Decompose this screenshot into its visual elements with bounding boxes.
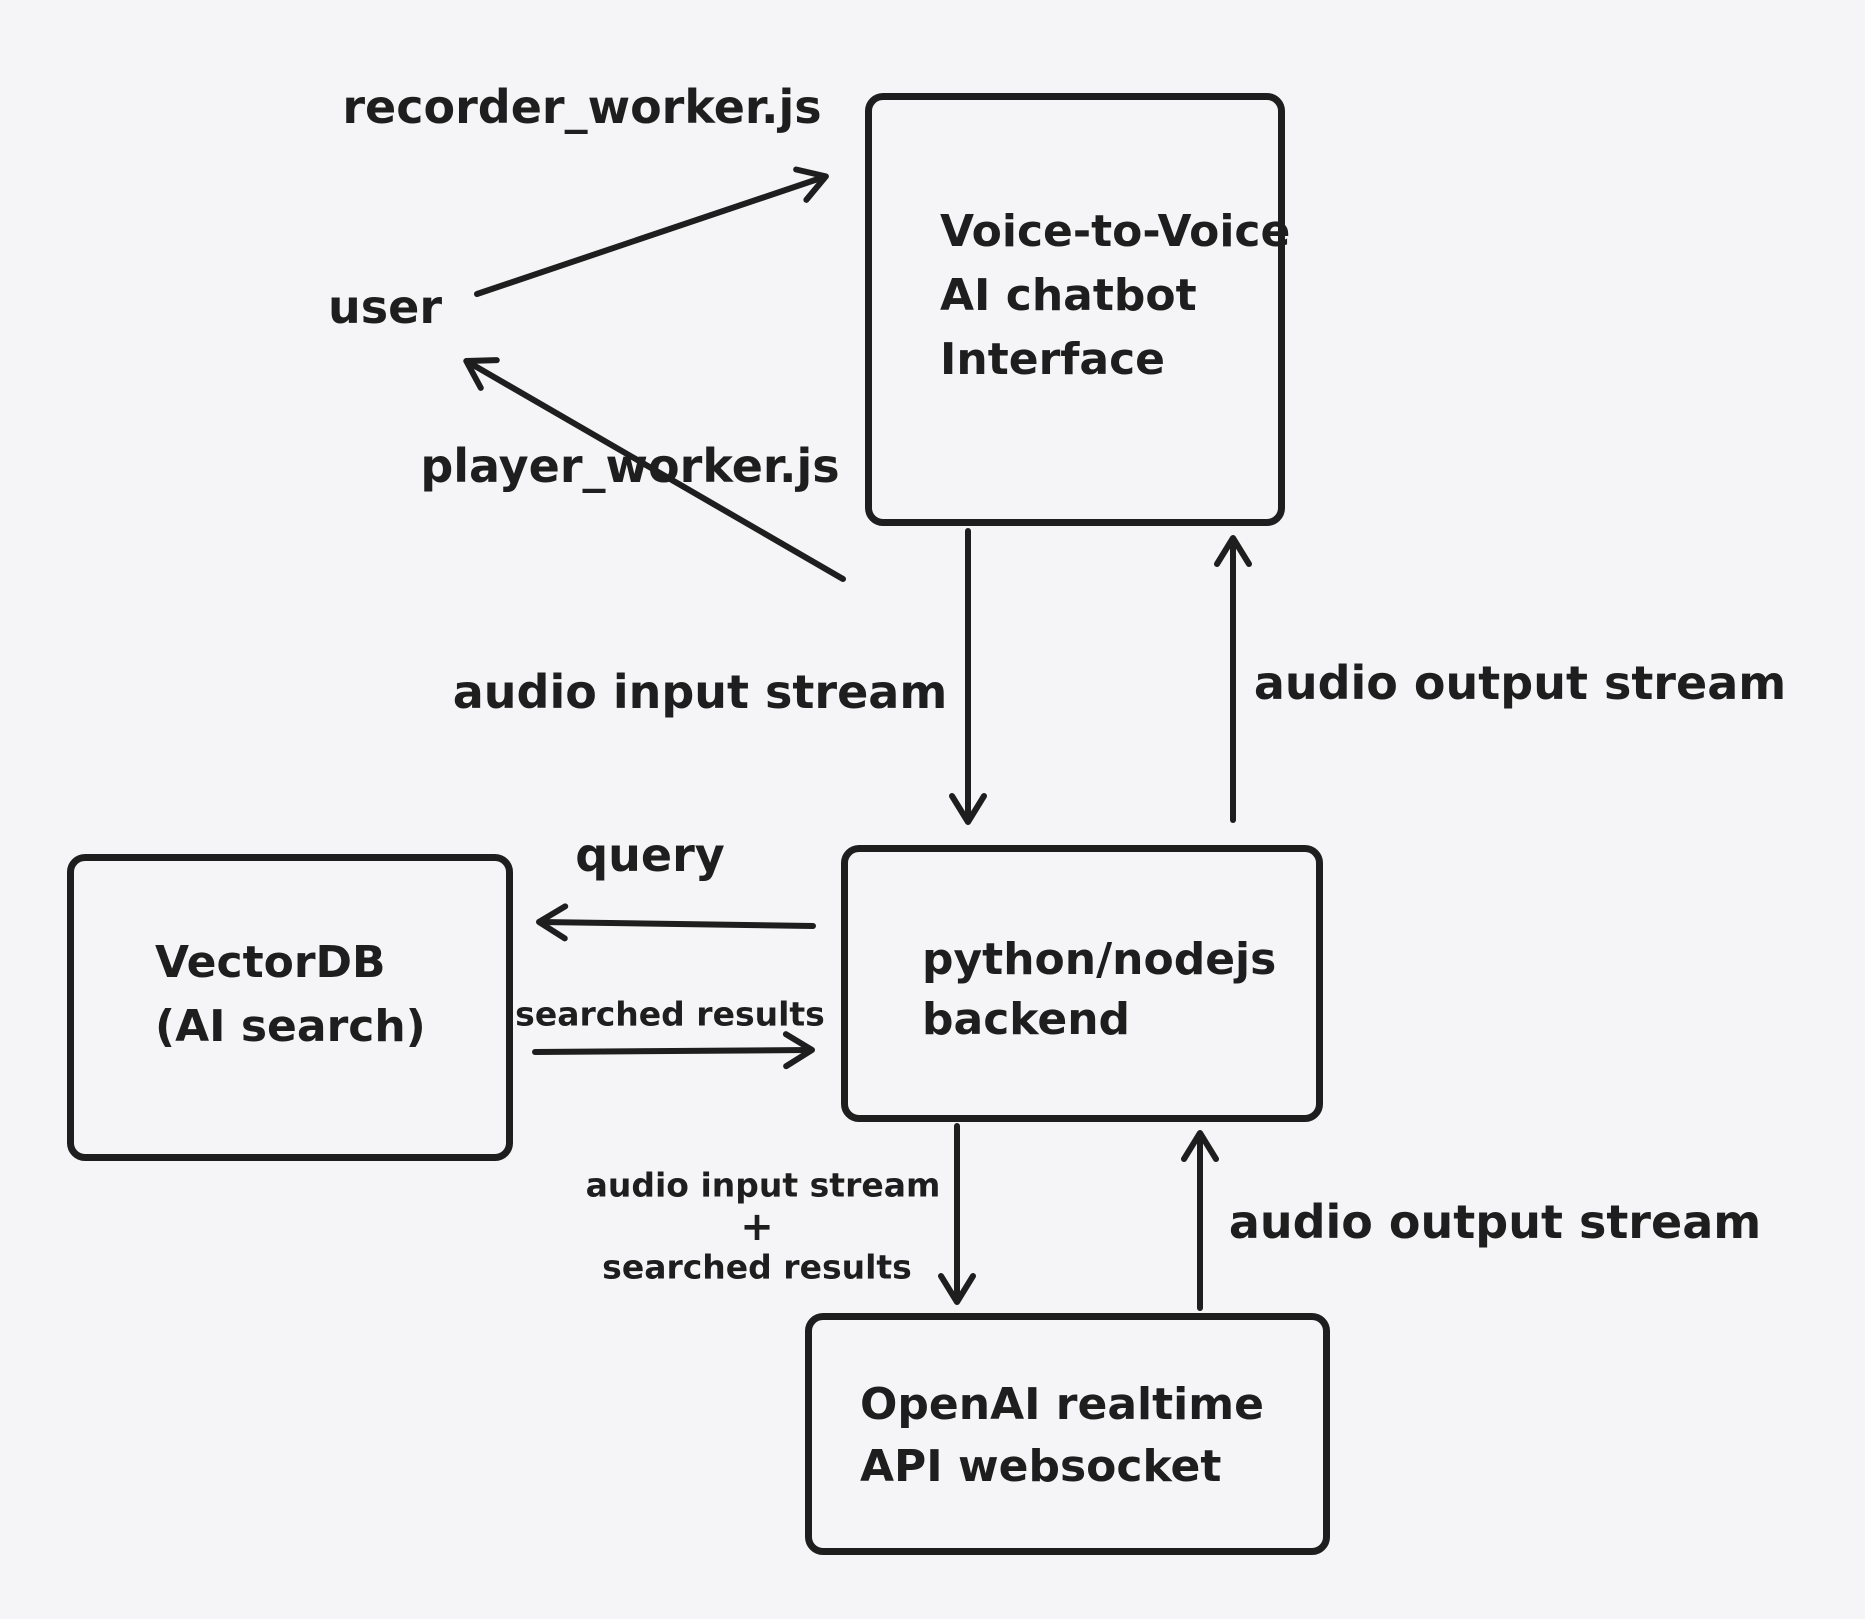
backend-line: backend <box>922 994 1131 1045</box>
combo-plus-label: + <box>740 1204 774 1250</box>
openai-label: OpenAI realtime API websocket <box>860 1374 1264 1498</box>
backend-line: python/nodejs <box>922 934 1277 985</box>
player-worker-label: player_worker.js <box>420 439 840 493</box>
searched-results-label: searched results <box>515 994 825 1034</box>
voice-interface-line: AI chatbot <box>940 270 1197 321</box>
openai-line: API websocket <box>860 1441 1222 1492</box>
arrow-query-left <box>536 903 816 942</box>
arrow-user-to-interface <box>474 166 829 297</box>
voice-interface-line: Voice-to-Voice <box>940 206 1291 257</box>
vectordb-label: VectorDB (AI search) <box>155 931 426 1059</box>
openai-node: OpenAI realtime API websocket <box>805 1313 1330 1555</box>
vectordb-line: (AI search) <box>155 1001 426 1052</box>
openai-line: OpenAI realtime <box>860 1379 1264 1430</box>
voice-interface-label: Voice-to-Voice AI chatbot Interface <box>940 200 1290 392</box>
recorder-worker-label: recorder_worker.js <box>342 80 822 134</box>
audio-output-stream-bottom-label: audio output stream <box>1228 1195 1762 1249</box>
backend-label: python/nodejs backend <box>922 930 1276 1050</box>
vectordb-node: VectorDB (AI search) <box>67 854 513 1161</box>
voice-interface-line: Interface <box>940 334 1166 385</box>
query-label: query <box>575 828 725 882</box>
audio-output-stream-label: audio output stream <box>1253 656 1787 710</box>
arrow-interface-to-user <box>463 357 846 582</box>
combo-searched-results-label: searched results <box>602 1247 912 1287</box>
user-label: user <box>327 280 443 334</box>
combo-audio-input-label: audio input stream <box>585 1165 941 1205</box>
audio-input-stream-label: audio input stream <box>452 665 948 719</box>
arrow-searched-results-right <box>532 1031 815 1070</box>
vectordb-line: VectorDB <box>155 937 386 988</box>
voice-interface-node: Voice-to-Voice AI chatbot Interface <box>865 93 1290 526</box>
backend-node: python/nodejs backend <box>841 845 1323 1122</box>
